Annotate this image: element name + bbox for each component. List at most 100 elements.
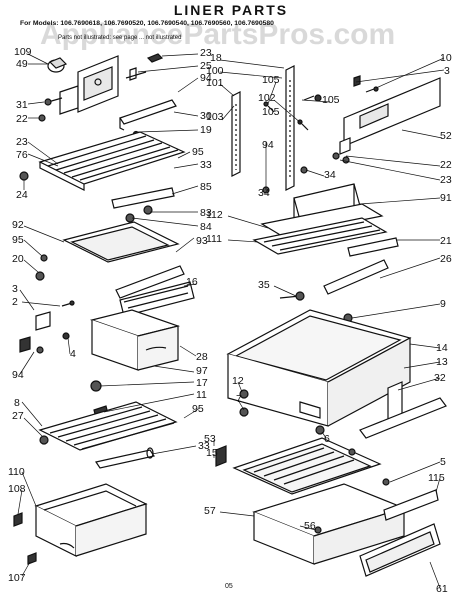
label-61: 61 — [436, 583, 448, 595]
label-105c: 105 — [262, 106, 280, 118]
part-93-slide-rail — [115, 265, 195, 317]
label-33a: 33 — [200, 159, 212, 171]
label-111: 111 — [206, 233, 222, 245]
label-49: 49 — [16, 58, 28, 70]
label-22: 22 — [16, 113, 28, 125]
label-94b: 94 — [12, 369, 24, 381]
label-76: 76 — [16, 149, 28, 161]
label-92: 92 — [12, 219, 24, 231]
label-26: 26 — [440, 253, 452, 265]
label-107: 107 — [8, 572, 26, 584]
label-28: 28 — [196, 351, 208, 363]
label-84: 84 — [200, 221, 212, 233]
label-112: 112 — [206, 209, 223, 221]
label-35: 35 — [258, 279, 270, 291]
label-2: 2 — [12, 296, 18, 308]
label-3: 3 — [12, 283, 18, 295]
label-14: 14 — [436, 342, 448, 354]
label-18: 18 — [210, 52, 222, 64]
label-31: 31 — [16, 99, 28, 111]
part-8-wire-shelf — [38, 401, 178, 451]
label-34b: 34 — [324, 169, 336, 181]
part-92-glass-shelf — [35, 221, 180, 281]
part-85-rod — [111, 187, 175, 223]
label-23c: 23 — [440, 174, 452, 186]
label-115: 115 — [428, 472, 445, 484]
label-32: 32 — [434, 372, 446, 384]
label-10: 10 — [440, 52, 452, 64]
part-13-crisper-drawer — [226, 309, 412, 427]
note-line: Parts not illustrated: see page ... not … — [58, 35, 182, 41]
part-53-glass-cover — [215, 437, 390, 495]
part-61-panel — [359, 489, 441, 577]
footer-code: 05 — [225, 583, 233, 590]
label-95a: 95 — [192, 146, 204, 158]
label-7: 7 — [236, 393, 242, 405]
label-101: 101 — [206, 77, 224, 89]
label-30: 30 — [200, 110, 212, 122]
label-24: 24 — [16, 189, 28, 201]
part-31-bracket — [38, 85, 79, 122]
label-108: 108 — [8, 483, 26, 495]
part-109-cap — [47, 57, 68, 73]
label-9: 9 — [440, 298, 446, 310]
label-105a: 105 — [262, 74, 280, 86]
label-33b: 33 — [198, 440, 210, 452]
label-91: 91 — [440, 192, 452, 204]
label-25: 25 — [200, 60, 212, 72]
leader-lines — [17, 53, 445, 589]
part-52-panel — [332, 75, 441, 164]
label-12: 12 — [232, 375, 244, 387]
part-control-housing — [77, 55, 119, 113]
label-85: 85 — [200, 181, 212, 193]
label-93: 93 — [196, 235, 208, 247]
label-100: 100 — [206, 65, 224, 77]
part-23-25-clips — [125, 53, 164, 81]
part-21-26-rods — [323, 237, 399, 295]
label-16: 16 — [186, 276, 198, 288]
label-83: 83 — [200, 207, 212, 219]
label-109: 109 — [14, 46, 32, 58]
label-94c: 94 — [262, 139, 274, 151]
label-56: 56 — [304, 520, 316, 532]
label-13: 13 — [436, 356, 448, 368]
part-35-bolt — [279, 291, 305, 301]
label-110: 110 — [8, 466, 25, 478]
part-100-rail — [231, 65, 295, 191]
label-20: 20 — [12, 253, 24, 265]
label-23b: 23 — [200, 47, 212, 59]
label-103: 103 — [206, 111, 224, 123]
label-94a: 94 — [200, 72, 212, 84]
label-19: 19 — [200, 124, 212, 136]
label-21: 21 — [440, 235, 452, 247]
part-111-shelf — [252, 203, 388, 255]
label-22b: 22 — [440, 159, 452, 171]
label-23: 23 — [16, 136, 28, 148]
label-102: 102 — [258, 92, 276, 104]
label-52: 52 — [440, 130, 452, 142]
label-15: 15 — [206, 447, 218, 459]
models-line: For Models: 106.7690618, 106.7690520, 10… — [20, 20, 274, 27]
part-57-pan — [252, 483, 406, 565]
part-76-wire-shelf — [19, 131, 186, 191]
part-2-3-4-hardware — [19, 300, 75, 354]
label-3b: 3 — [444, 65, 450, 77]
label-27: 27 — [12, 410, 24, 422]
label-11: 11 — [196, 389, 207, 401]
label-53: 53 — [204, 433, 216, 445]
label-34a: 34 — [258, 187, 270, 199]
label-95b: 95 — [12, 234, 24, 246]
part-97-crisper — [89, 309, 181, 371]
label-4: 4 — [70, 348, 76, 360]
label-17: 17 — [196, 377, 208, 389]
label-5: 5 — [440, 456, 446, 468]
label-95c: 95 — [192, 403, 204, 415]
label-8: 8 — [14, 397, 20, 409]
watermark: AppliancePartsPros.com — [40, 18, 396, 51]
part-110-pan — [13, 483, 148, 565]
part-32-bracket — [359, 381, 447, 439]
part-33-rod — [95, 447, 155, 469]
diagram-title: LINER PARTS — [173, 2, 289, 18]
